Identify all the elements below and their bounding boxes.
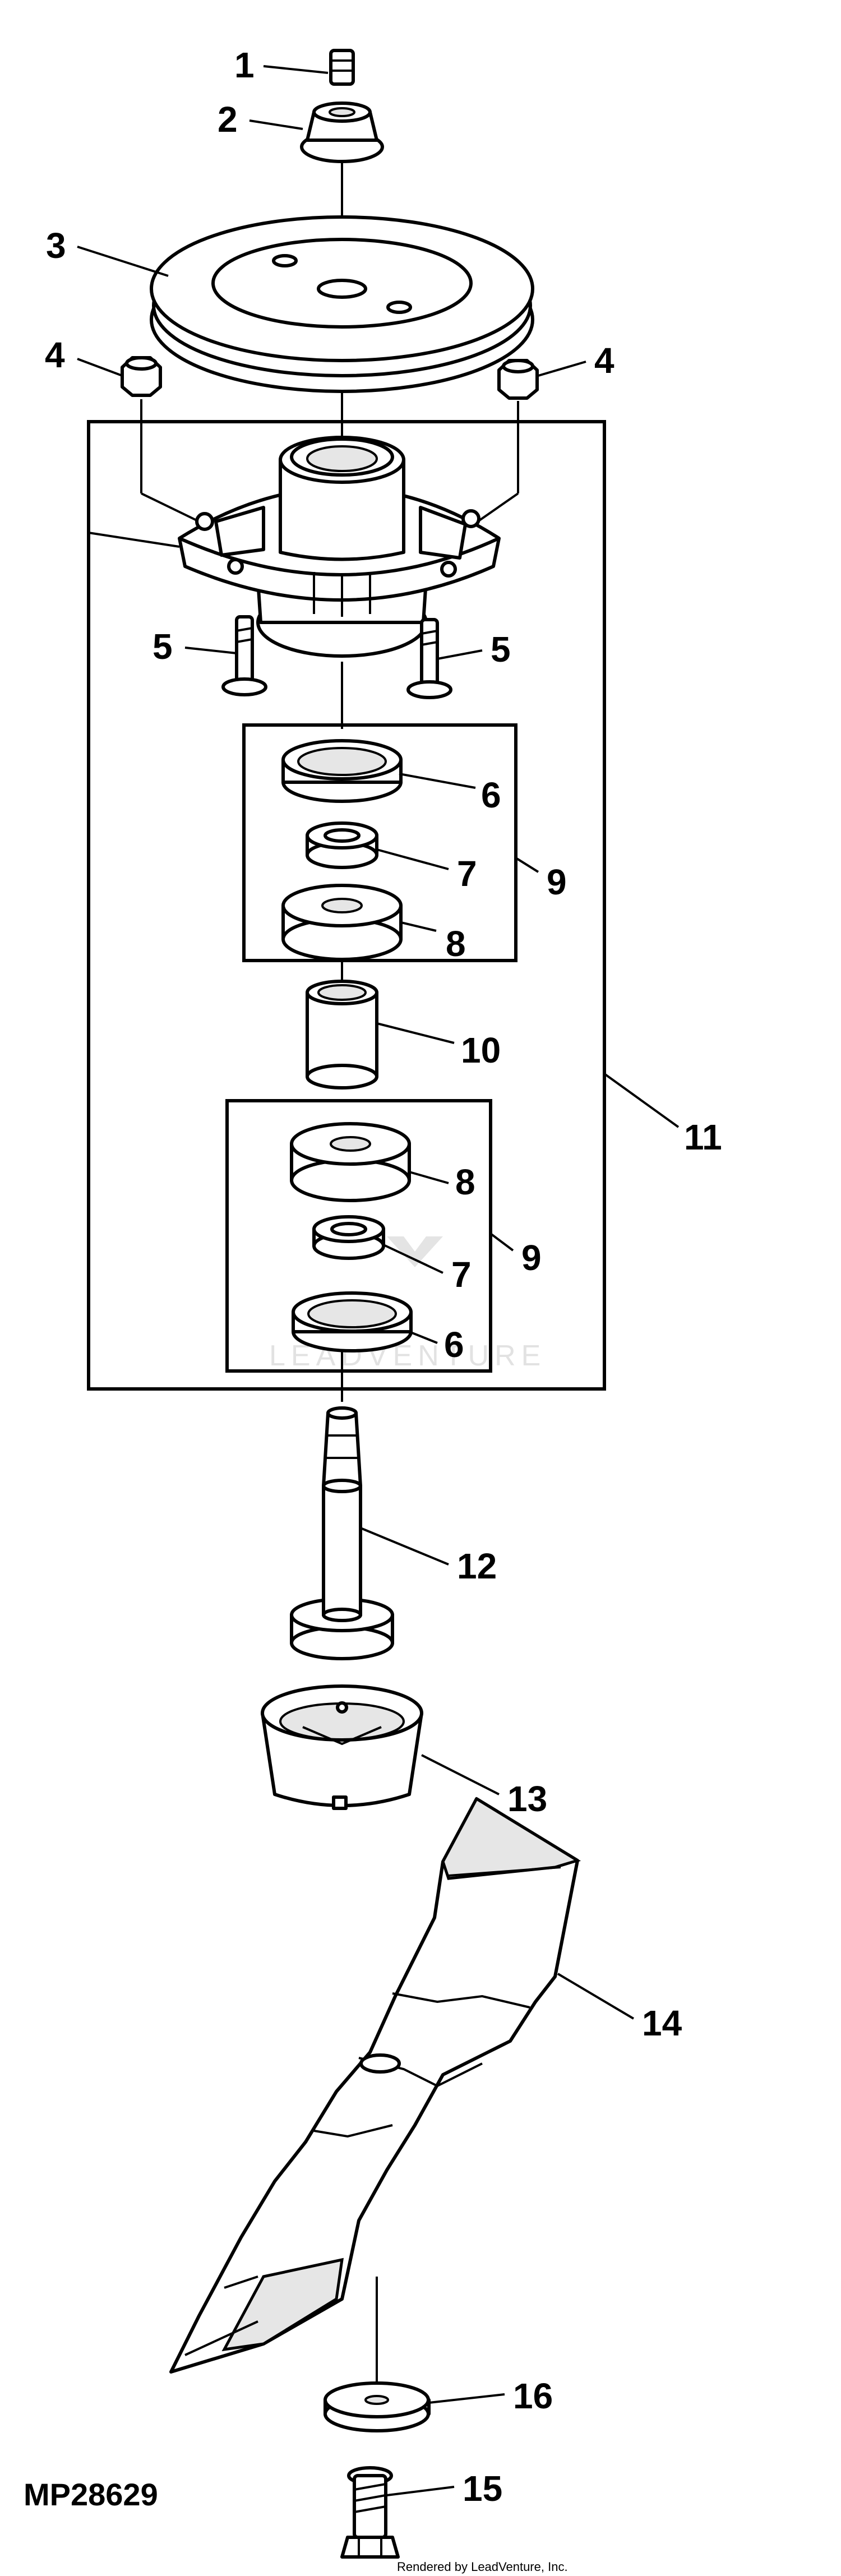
callout-4-right: 4 [594,340,614,381]
bearing-kit-box-lower [225,1099,492,1373]
callout-12: 12 [457,1546,497,1586]
shaft-cup [261,1684,423,1810]
hex-nut-right [497,359,539,400]
callout-labels: 1 2 3 4 4 5 5 6 7 8 9 10 11 8 9 7 6 12 1… [45,45,722,2509]
callout-1: 1 [234,45,255,85]
callout-11: 11 [684,1117,722,1157]
spacer-tube [306,980,378,1090]
bolt-right [406,618,452,699]
spindle-shaft [290,1406,394,1660]
seal-upper [281,739,403,803]
credit-text: Rendered by LeadVenture, Inc. [397,2560,568,2574]
callout-6-lower: 6 [444,1324,464,1365]
callout-10: 10 [461,1030,501,1070]
callout-9-upper: 9 [547,862,567,902]
spacer-ring-upper [281,884,403,961]
callout-5-right: 5 [491,629,511,670]
bearing-lower [312,1215,385,1260]
pulley [150,215,534,393]
callout-3: 3 [46,225,66,266]
callout-7-upper: 7 [457,853,477,894]
callout-13: 13 [507,1779,547,1819]
figure-id: MP28629 [24,2477,158,2512]
hex-nut-left [121,356,162,397]
seal-lower [292,1291,413,1352]
callout-4-left: 4 [45,335,65,375]
callout-14: 14 [642,2003,682,2043]
leader-lines [77,65,680,2496]
bearing-upper [306,821,378,869]
mower-blade [169,1797,581,2374]
callout-6-upper: 6 [481,775,501,815]
callout-15: 15 [463,2468,502,2509]
callout-7-lower: 7 [451,1254,472,1295]
bolt-left [221,615,267,696]
blade-bolt [340,2466,400,2559]
bearing-kit-box-upper [242,723,517,962]
spacer-ring-lower [290,1122,411,1202]
flange-nut [300,101,384,163]
callout-2: 2 [218,99,238,140]
callout-5-left: 5 [153,626,173,667]
callout-9-lower: 9 [521,1238,542,1278]
blade-washer [324,2381,431,2432]
grease-fitting [329,49,355,86]
callout-16: 16 [513,2376,553,2416]
spindle-housing [140,399,519,658]
spindle-assembly-box [87,420,606,1391]
callout-8-upper: 8 [446,924,466,964]
callout-8-lower: 8 [455,1162,475,1202]
